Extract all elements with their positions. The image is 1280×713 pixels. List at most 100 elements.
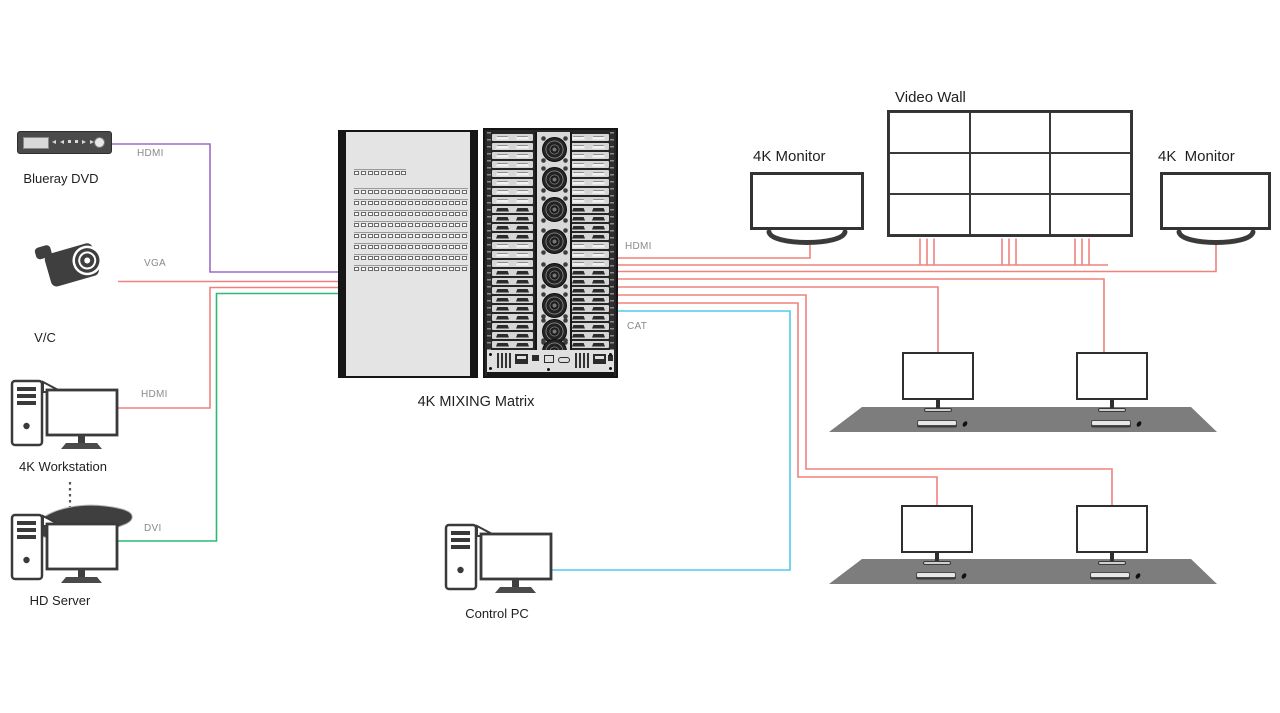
cooling-fan-icon bbox=[541, 196, 567, 222]
matrix-front-button bbox=[462, 234, 467, 238]
switch2-icon bbox=[608, 355, 613, 361]
matrix-front-button bbox=[414, 212, 420, 216]
matrix-front-button bbox=[462, 256, 467, 260]
matrix-front-button bbox=[408, 267, 413, 271]
dvi-connector bbox=[572, 162, 585, 167]
matrix-front-button bbox=[448, 245, 454, 249]
matrix-front-button bbox=[374, 234, 380, 238]
dvi-connector bbox=[496, 270, 509, 275]
dvi-connector bbox=[516, 162, 529, 167]
dvi-connector bbox=[572, 189, 585, 194]
dvi-connector bbox=[592, 153, 605, 158]
matrix-front-button bbox=[354, 234, 359, 238]
dvi-connector bbox=[516, 189, 529, 194]
io-card bbox=[492, 260, 533, 267]
dvi-connector bbox=[592, 333, 605, 338]
matrix-front-button bbox=[401, 201, 407, 205]
matrix-front-button bbox=[387, 223, 393, 227]
dvi-connector bbox=[516, 333, 529, 338]
matrix-front-button bbox=[414, 256, 420, 260]
matrix-front-button bbox=[414, 245, 420, 249]
matrix-front-button bbox=[408, 234, 413, 238]
io-card bbox=[492, 206, 533, 213]
matrix-front-button bbox=[455, 201, 461, 205]
matrix-front-button bbox=[441, 223, 447, 227]
rear-bottom-strip bbox=[487, 350, 614, 372]
dvi-connector bbox=[496, 135, 509, 140]
matrix-front-button bbox=[414, 267, 420, 271]
monitor-neck bbox=[935, 553, 939, 562]
io-card bbox=[492, 143, 533, 150]
keyboard-icon bbox=[917, 420, 957, 426]
dvi-connector bbox=[516, 180, 529, 185]
dvi-connector bbox=[496, 342, 509, 347]
dvi-connector bbox=[496, 243, 509, 248]
dvd-pause-icon bbox=[75, 140, 78, 143]
matrix-front-button bbox=[381, 212, 386, 216]
matrix-front-button bbox=[441, 245, 447, 249]
io-card bbox=[568, 233, 609, 240]
matrix-front-button bbox=[387, 190, 393, 194]
dvi-connector bbox=[516, 252, 529, 257]
matrix-front-button bbox=[367, 223, 373, 227]
dvi-connector bbox=[592, 144, 605, 149]
dvd-rewind-icon bbox=[52, 140, 56, 144]
matrix-front-button bbox=[394, 190, 400, 194]
matrix-front-button bbox=[374, 267, 380, 271]
dvi-connector bbox=[592, 261, 605, 266]
matrix-front-button bbox=[401, 171, 407, 175]
port-label-hdmi-workstation: HDMI bbox=[141, 389, 168, 400]
matrix-front-button bbox=[401, 212, 407, 216]
dvi-connector bbox=[516, 243, 529, 248]
matrix-front-button bbox=[401, 245, 407, 249]
dvi-connector bbox=[592, 216, 605, 221]
matrix-front-button bbox=[394, 223, 400, 227]
monitor-base bbox=[924, 408, 952, 412]
matrix-front-button bbox=[462, 212, 467, 216]
dvi-connector bbox=[572, 171, 585, 176]
front-button-row bbox=[354, 243, 468, 251]
matrix-front-button bbox=[394, 234, 400, 238]
matrix-front-button bbox=[367, 256, 373, 260]
io-card bbox=[568, 260, 609, 267]
matrix-front-button bbox=[401, 256, 407, 260]
matrix-front-button bbox=[462, 245, 467, 249]
rear-screw-strip-left bbox=[487, 132, 491, 352]
dvi-connector bbox=[496, 279, 509, 284]
desk-2 bbox=[829, 559, 1217, 584]
dvi-connector bbox=[516, 198, 529, 203]
ethernet-port-icon bbox=[544, 355, 554, 363]
matrix-front-button bbox=[462, 267, 467, 271]
keyboard-icon bbox=[916, 572, 956, 578]
video-wall-cell bbox=[889, 194, 970, 235]
video-wall-cell bbox=[969, 112, 1051, 153]
matrix-front-button bbox=[435, 223, 440, 227]
dvi-connector bbox=[516, 270, 529, 275]
hd-server-label: HD Server bbox=[29, 593, 91, 608]
dvi-connector bbox=[592, 225, 605, 230]
io-card bbox=[492, 242, 533, 249]
vc-label: V/C bbox=[34, 330, 56, 345]
matrix-front-button bbox=[381, 245, 386, 249]
matrix-front-button bbox=[381, 171, 386, 175]
dvi-connector bbox=[496, 189, 509, 194]
wire-videowall-drops bbox=[919, 238, 1090, 265]
screw-dot bbox=[547, 368, 550, 371]
matrix-front-button bbox=[448, 190, 454, 194]
io-card bbox=[492, 287, 533, 294]
dvi-connector bbox=[592, 207, 605, 212]
dvd-stop-icon bbox=[68, 140, 71, 143]
port-label-cat: CAT bbox=[627, 321, 648, 332]
io-card bbox=[568, 143, 609, 150]
matrix-front-button bbox=[387, 234, 393, 238]
dvi-connector bbox=[496, 297, 509, 302]
matrix-front-button bbox=[360, 201, 366, 205]
io-card bbox=[492, 332, 533, 339]
matrix-front-button bbox=[354, 256, 359, 260]
matrix-front-button bbox=[455, 267, 461, 271]
rear-card-column-left bbox=[492, 134, 533, 352]
dvd-display bbox=[23, 137, 49, 149]
dvi-connector bbox=[592, 189, 605, 194]
matrix-front-button bbox=[387, 267, 393, 271]
